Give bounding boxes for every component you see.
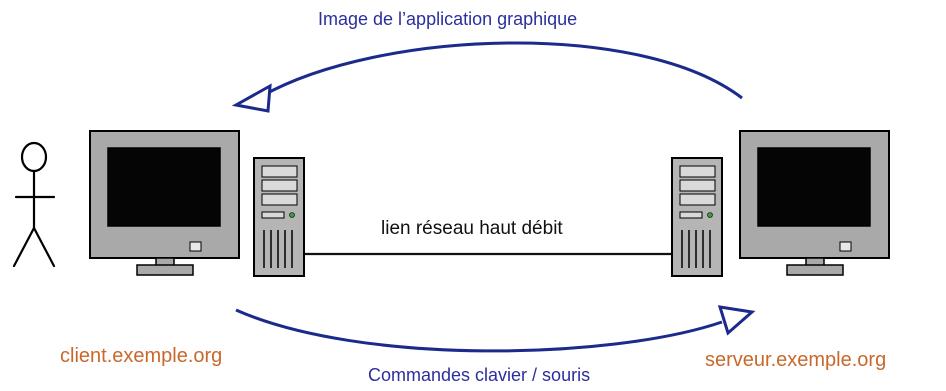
network-link-label: lien réseau haut débit — [381, 218, 563, 239]
stick-figure-icon — [12, 141, 56, 268]
bottom-arrow — [235, 305, 756, 353]
top-arrow-label: Image de l’application graphique — [318, 9, 578, 29]
client-hostname: client.exemple.org — [60, 345, 223, 367]
top-arrow — [231, 41, 743, 113]
server-tower-icon — [671, 157, 723, 277]
client-tower-icon — [253, 157, 305, 277]
server-hostname: serveur.exemple.org — [705, 349, 887, 371]
bottom-arrow-label: Commandes clavier / souris — [368, 365, 591, 385]
client-monitor-icon — [89, 130, 240, 276]
server-monitor-icon — [739, 130, 890, 276]
